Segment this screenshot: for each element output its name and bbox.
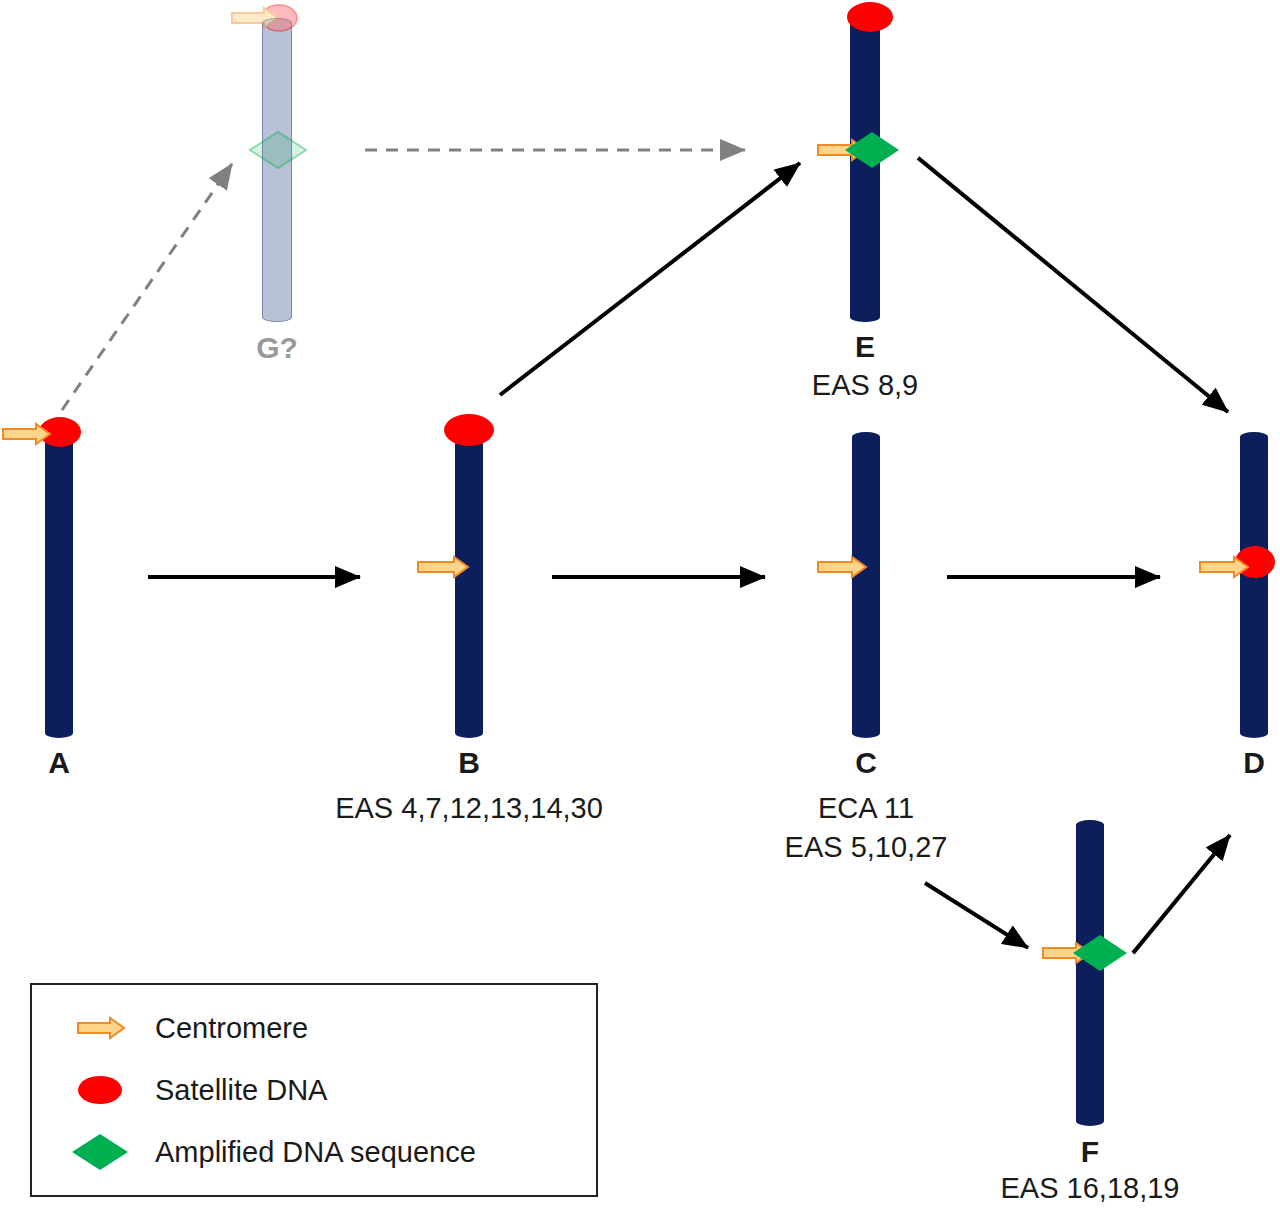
chromosome: G? bbox=[262, 18, 292, 322]
hypothetical-marks bbox=[232, 5, 306, 168]
centromere-arrow bbox=[1043, 943, 1090, 963]
sequence-list: EAS 8,9 bbox=[812, 368, 918, 402]
sequence-list: EAS 4,7,12,13,14,30 bbox=[335, 791, 603, 825]
satellite-dna bbox=[39, 417, 81, 447]
evolution-arrow bbox=[148, 575, 360, 579]
chromosome-label: F bbox=[1081, 1135, 1099, 1169]
chromosome: D bbox=[1240, 432, 1268, 738]
evolution-arrow bbox=[947, 575, 1160, 579]
satellite-swatch bbox=[78, 1076, 122, 1104]
chromosome: EEAS 8,9 bbox=[850, 18, 880, 322]
satellite-dna bbox=[1235, 546, 1275, 578]
chromosome: A bbox=[45, 432, 73, 738]
hypothetical-arrow bbox=[62, 164, 232, 410]
chromosome-label: A bbox=[48, 746, 70, 780]
chromosome-label: C bbox=[855, 746, 877, 780]
centromere-arrow bbox=[232, 8, 278, 28]
legend-label: Satellite DNA bbox=[155, 1072, 327, 1108]
legend-box: CentromereSatellite DNA Amplified DNA seq… bbox=[30, 983, 598, 1197]
evolution-arrow bbox=[500, 163, 800, 395]
sequence-list: ECA 11 bbox=[818, 791, 914, 825]
hypothetical-arrow bbox=[365, 148, 745, 151]
centromere-arrow bbox=[1200, 557, 1248, 577]
chromosome-label: E bbox=[855, 330, 875, 364]
evolution-arrow bbox=[918, 158, 1228, 412]
centromere-arrow bbox=[3, 424, 50, 444]
satellite-dna bbox=[847, 2, 893, 32]
sequence-list: EAS 16,18,19 bbox=[1001, 1171, 1180, 1205]
evolution-arrow bbox=[1133, 835, 1230, 953]
legend-label: Amplified DNA sequence bbox=[155, 1134, 476, 1170]
chromosome-label: G? bbox=[256, 331, 298, 365]
satellite-dna bbox=[261, 5, 297, 31]
amplified-sequence bbox=[250, 132, 306, 168]
evolution-arrow bbox=[552, 575, 765, 579]
chromosome: FEAS 16,18,19 bbox=[1076, 820, 1104, 1126]
centromere-swatch bbox=[78, 1018, 124, 1038]
chromosome: BEAS 4,7,12,13,14,30 bbox=[455, 432, 483, 738]
chromosome-label: D bbox=[1243, 746, 1265, 780]
centromere-arrow bbox=[818, 140, 866, 160]
legend-label: Centromere bbox=[155, 1010, 308, 1046]
sequence-list: EAS 5,10,27 bbox=[785, 830, 948, 864]
chromosome-label: B bbox=[458, 746, 480, 780]
centromere-arrow bbox=[818, 557, 866, 577]
amplified-swatch bbox=[72, 1134, 128, 1170]
amplified-sequence bbox=[845, 132, 899, 168]
chromosome: CECA 11EAS 5,10,27 bbox=[852, 432, 880, 738]
evolution-arrow bbox=[925, 883, 1028, 948]
amplified-sequence bbox=[1073, 935, 1127, 971]
centromere-arrow bbox=[418, 557, 468, 577]
satellite-dna bbox=[444, 414, 494, 446]
